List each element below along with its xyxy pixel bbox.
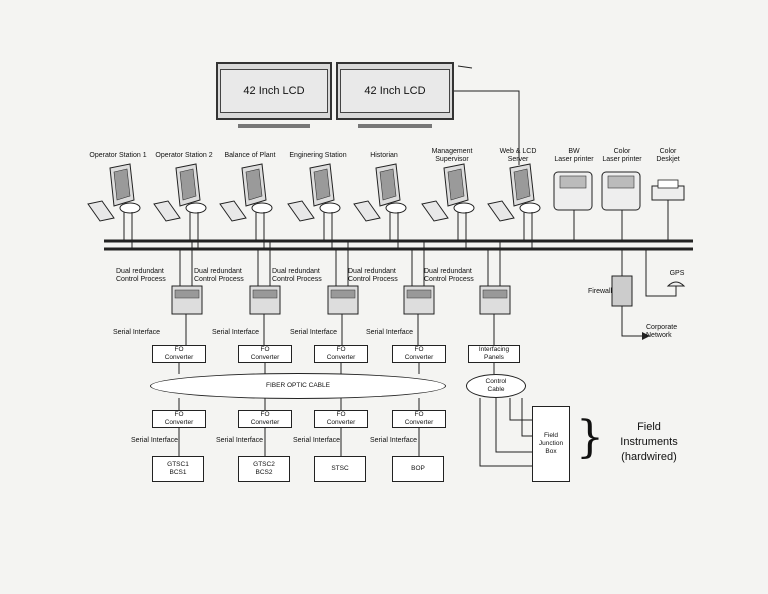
serial-interface-upper-1: Serial Interface [113,329,161,336]
field-unit-3: STSC [314,456,366,482]
controller-slots [330,289,356,299]
lcd-feed-wire [454,90,520,165]
lcd-display-1: 42 Inch LCD [216,62,332,120]
workstation-icon-5 [353,163,407,222]
serial-interface-upper-3: Serial Interface [290,329,338,336]
workstation-icon-2 [153,163,207,222]
serial-interface-upper-2: Serial Interface [212,329,260,336]
workstation-label-2: Operator Station 2 [155,152,213,159]
controller-slots [406,289,432,299]
control-wire-d [521,398,532,437]
workstation-label-3: Balance of Plant [224,152,276,159]
workstation-label-5: Historian [370,152,398,159]
controller-slots [482,289,508,299]
fiber-optic-cable: FIBER OPTIC CABLE [150,373,446,399]
lcd-stand [358,124,432,128]
control-wire-a [479,398,532,467]
marker-line [457,65,473,69]
lcd-display-2: 42 Inch LCD [336,62,454,120]
controller-slots [174,289,200,299]
gps-label: GPS [669,270,685,277]
brace-symbol: } [576,412,604,463]
lcd-display-label: 42 Inch LCD [340,68,450,114]
firewall-to-corporate [621,306,642,337]
field-unit-4: BOP [392,456,444,482]
printer-tray [559,175,587,189]
arrow-head-icon [642,332,650,340]
workstation-icon-4 [287,163,341,222]
workstation-label-1: Operator Station 1 [89,152,147,159]
serial-interface-upper-4: Serial Interface [366,329,414,336]
workstation-icon-7 [487,163,541,222]
workstation-label-4: Enginering Station [289,152,347,159]
workstation-icon-1 [87,163,141,222]
control-wire-b [495,398,532,453]
serial-interface-lower-3: Serial Interface [293,437,341,444]
gps-wire [645,249,677,297]
serial-interface-lower-4: Serial Interface [370,437,418,444]
printer-tray [607,175,635,189]
serial-interface-lower-1: Serial Interface [131,437,179,444]
firewall-label: Firewall [587,288,613,295]
lcd-display-label: 42 Inch LCD [220,68,328,114]
control-wire-c [509,398,532,421]
workstation-icon-6 [421,163,475,222]
controller-slots [252,289,278,299]
workstation-icon-3 [219,163,273,222]
lcd-stand [238,124,310,128]
gps-antenna-icon [666,281,686,287]
serial-interface-lower-2: Serial Interface [216,437,264,444]
deskjet-paper [657,179,679,189]
